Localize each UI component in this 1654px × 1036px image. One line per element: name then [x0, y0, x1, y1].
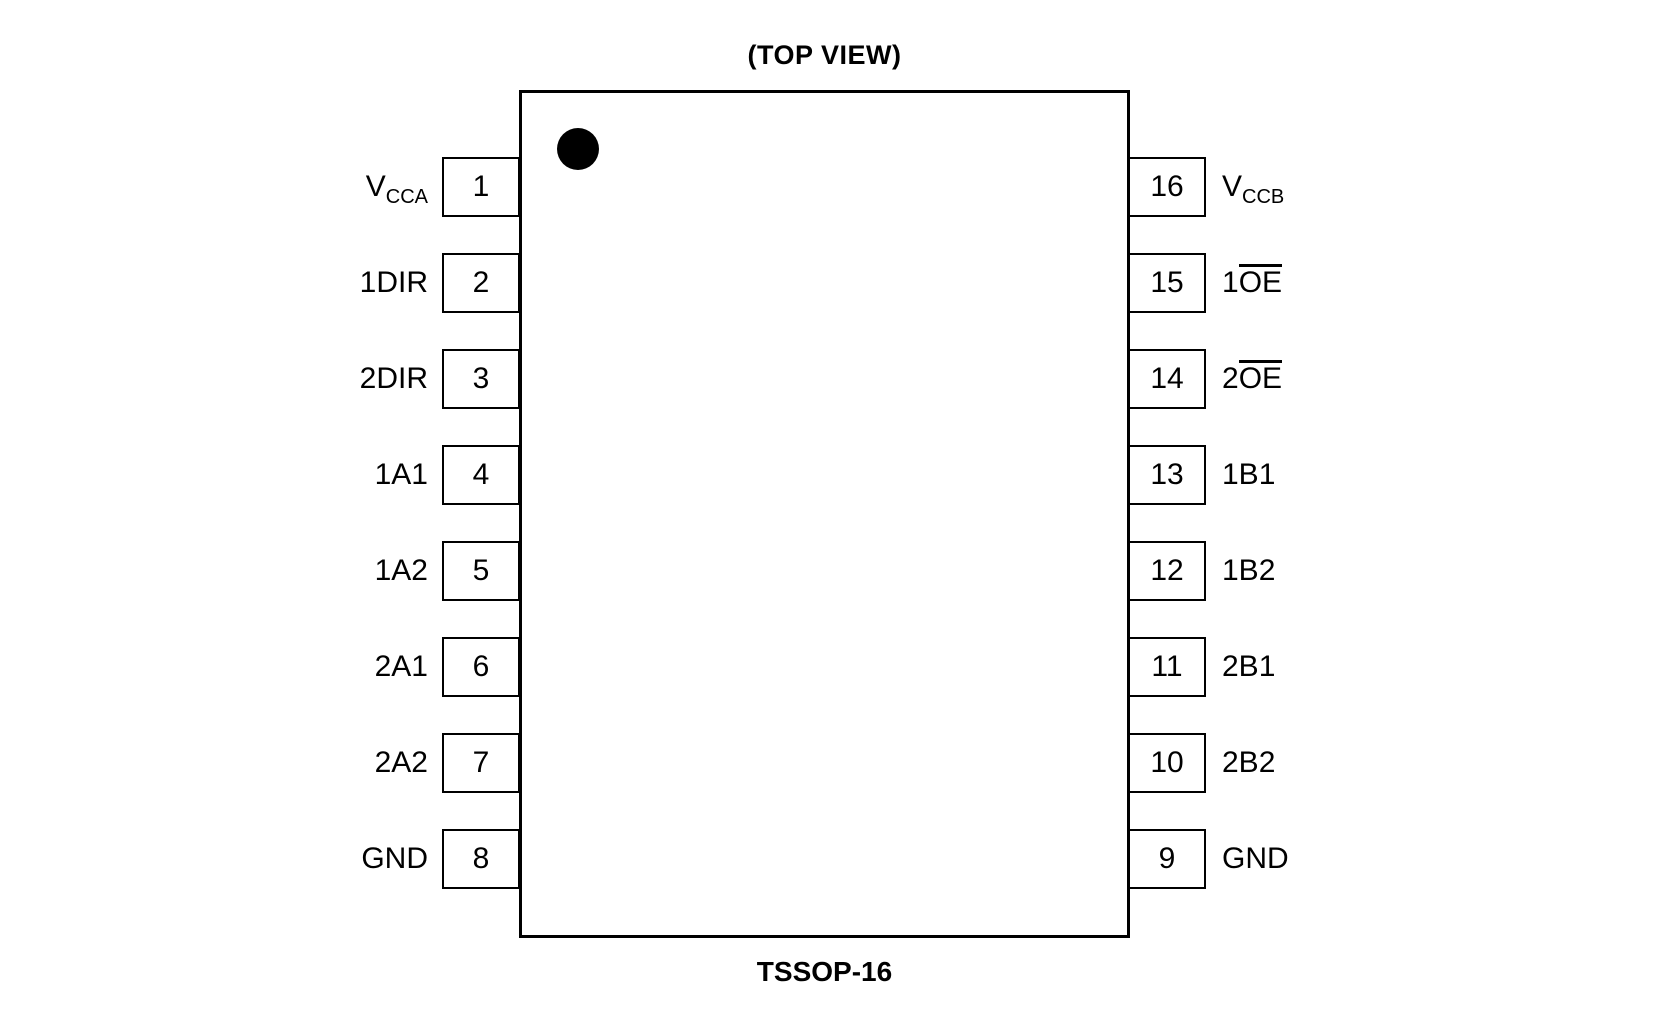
pin-label-text: 2DIR	[359, 362, 428, 395]
pin-number: 1	[472, 170, 490, 203]
chip-package-body	[519, 90, 1130, 938]
pin-box-1: 1	[442, 157, 520, 217]
pin-label-right-11: 2B1	[1222, 637, 1542, 697]
pin-number: 14	[1150, 362, 1184, 395]
pin-number: 2	[472, 266, 490, 299]
pin-box-16: 16	[1128, 157, 1206, 217]
pin-number: 16	[1150, 170, 1184, 203]
pin-box-2: 2	[442, 253, 520, 313]
pin-number: 8	[472, 842, 490, 875]
pin-number: 13	[1150, 458, 1184, 491]
pin-box-3: 3	[442, 349, 520, 409]
pin-box-14: 14	[1128, 349, 1206, 409]
pin-number: 4	[472, 458, 490, 491]
pin-number: 5	[472, 554, 490, 587]
pin-label-text: 1	[1222, 266, 1239, 299]
pin-label-right-15: 1OE	[1222, 253, 1542, 313]
pin-label-overline: OE	[1238, 360, 1283, 395]
pin-row-6: 2A1 6 11 2B1	[0, 637, 1654, 697]
pin-number: 6	[472, 650, 490, 683]
pin-number: 12	[1150, 554, 1184, 587]
pin-number: 15	[1150, 266, 1184, 299]
pin-label-left-5: 1A2	[150, 541, 428, 601]
pin1-indicator-dot-icon	[557, 128, 599, 170]
pin-label-left-4: 1A1	[150, 445, 428, 505]
pin-label-right-16: VCCB	[1222, 157, 1542, 217]
pin-label-text: 2A2	[374, 746, 428, 779]
pin-box-11: 11	[1128, 637, 1206, 697]
pin-label-subscript: CCA	[385, 186, 428, 208]
pin-label-text: 2B1	[1222, 650, 1276, 683]
pin-box-8: 8	[442, 829, 520, 889]
pin-label-text: GND	[361, 842, 428, 875]
pin-box-12: 12	[1128, 541, 1206, 601]
pin-label-text: 2A1	[374, 650, 428, 683]
pin-label-text: 1B2	[1222, 554, 1276, 587]
pin-label-subscript: CCB	[1242, 186, 1285, 208]
pin-label-text: 2B2	[1222, 746, 1276, 779]
pin-label-overline: OE	[1238, 264, 1283, 299]
pin-label-right-12: 1B2	[1222, 541, 1542, 601]
pin-label-text: 2	[1222, 362, 1239, 395]
pin-row-7: 2A2 7 10 2B2	[0, 733, 1654, 793]
pin-label-left-8: GND	[150, 829, 428, 889]
pin-row-8: GND 8 9 GND	[0, 829, 1654, 889]
pin-row-1: VCCA 1 16 VCCB	[0, 157, 1654, 217]
pin-label-text: GND	[1222, 842, 1289, 875]
diagram-title: (TOP VIEW)	[747, 40, 902, 70]
pin-number: 9	[1158, 842, 1176, 875]
pin-label-text: V	[1222, 170, 1243, 203]
pin-number: 10	[1150, 746, 1184, 779]
pin-number: 7	[472, 746, 490, 779]
pin-label-text: 1DIR	[359, 266, 428, 299]
pin-label-right-13: 1B1	[1222, 445, 1542, 505]
pin-row-4: 1A1 4 13 1B1	[0, 445, 1654, 505]
pin-label-text: 1B1	[1222, 458, 1276, 491]
pin-box-5: 5	[442, 541, 520, 601]
pin-row-3: 2DIR 3 14 2OE	[0, 349, 1654, 409]
pin-number: 3	[472, 362, 490, 395]
pin-row-2: 1DIR 2 15 1OE	[0, 253, 1654, 313]
pin-label-left-2: 1DIR	[150, 253, 428, 313]
pin-label-text: V	[365, 170, 386, 203]
pin-box-9: 9	[1128, 829, 1206, 889]
pin-box-4: 4	[442, 445, 520, 505]
package-name-label: TSSOP-16	[756, 956, 893, 987]
pin-label-text: 1A2	[374, 554, 428, 587]
pin-box-10: 10	[1128, 733, 1206, 793]
pin-label-left-6: 2A1	[150, 637, 428, 697]
pin-number: 11	[1151, 650, 1183, 683]
pin-label-right-10: 2B2	[1222, 733, 1542, 793]
pin-label-left-7: 2A2	[150, 733, 428, 793]
pin-label-left-1: VCCA	[150, 157, 428, 217]
pin-label-right-14: 2OE	[1222, 349, 1542, 409]
pin-box-6: 6	[442, 637, 520, 697]
pin-label-text: 1A1	[374, 458, 428, 491]
pin-label-left-3: 2DIR	[150, 349, 428, 409]
pin-label-right-9: GND	[1222, 829, 1542, 889]
pin-box-13: 13	[1128, 445, 1206, 505]
pin-box-7: 7	[442, 733, 520, 793]
pin-box-15: 15	[1128, 253, 1206, 313]
pin-row-5: 1A2 5 12 1B2	[0, 541, 1654, 601]
